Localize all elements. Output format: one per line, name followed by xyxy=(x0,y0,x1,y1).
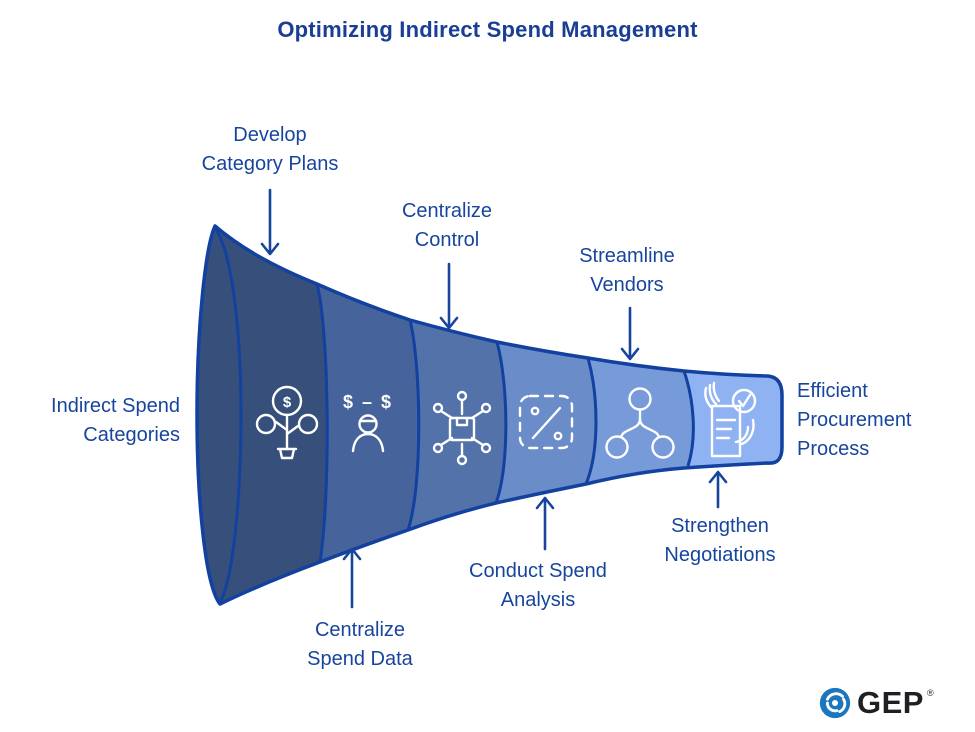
arrow-centralize-spend-data xyxy=(342,547,362,609)
label-conduct-spend-analysis: Conduct Spend Analysis xyxy=(469,560,607,611)
label-streamline-vendors: Streamline Vendors xyxy=(579,245,675,296)
label-funnel-output: Efficient Procurement Process xyxy=(797,380,912,460)
funnel-outline xyxy=(195,224,784,606)
divider-1 xyxy=(315,283,329,563)
gep-logo-text: GEP xyxy=(857,685,924,720)
money-tree-icon: $ xyxy=(255,385,319,460)
spend-analysis-icon xyxy=(518,394,574,450)
vendor-network-icon xyxy=(605,387,675,459)
divider-5 xyxy=(682,370,695,467)
arrow-strengthen-negotiations xyxy=(708,470,728,509)
pointer-arrows xyxy=(260,188,728,609)
arrow-develop-category-plans xyxy=(260,188,280,256)
label-funnel-input: Indirect Spend Categories xyxy=(51,395,180,446)
arrow-streamline-vendors xyxy=(620,306,640,361)
page-title: Optimizing Indirect Spend Management xyxy=(277,17,698,42)
divider-3 xyxy=(494,341,508,504)
label-centralize-spend-data: Centralize Spend Data xyxy=(307,619,413,670)
funnel-mouth-rim xyxy=(213,227,243,603)
package-hub-icon xyxy=(432,390,492,466)
divider-2 xyxy=(406,319,421,531)
label-strengthen-negotiations: Strengthen Negotiations xyxy=(664,515,776,566)
gep-registered-mark: ® xyxy=(926,688,934,698)
svg-text:$ – $: $ – $ xyxy=(343,392,393,412)
arrow-centralize-control xyxy=(439,262,459,330)
contract-check-icon xyxy=(704,381,757,458)
label-develop-category-plans: Develop Category Plans xyxy=(201,124,339,175)
gep-logo: GEP ® xyxy=(817,684,935,722)
arrow-conduct-spend-analysis xyxy=(535,496,555,551)
gep-orb-icon xyxy=(819,687,851,719)
spend-transfer-icon: $ – $ xyxy=(343,392,393,453)
divider-4 xyxy=(584,357,598,485)
segment-streamline-vendors xyxy=(586,226,694,604)
label-centralize-control: Centralize Control xyxy=(401,200,493,251)
segment-dividers xyxy=(213,227,695,603)
svg-text:$: $ xyxy=(283,394,292,411)
segment-develop-category-plans xyxy=(197,226,328,604)
